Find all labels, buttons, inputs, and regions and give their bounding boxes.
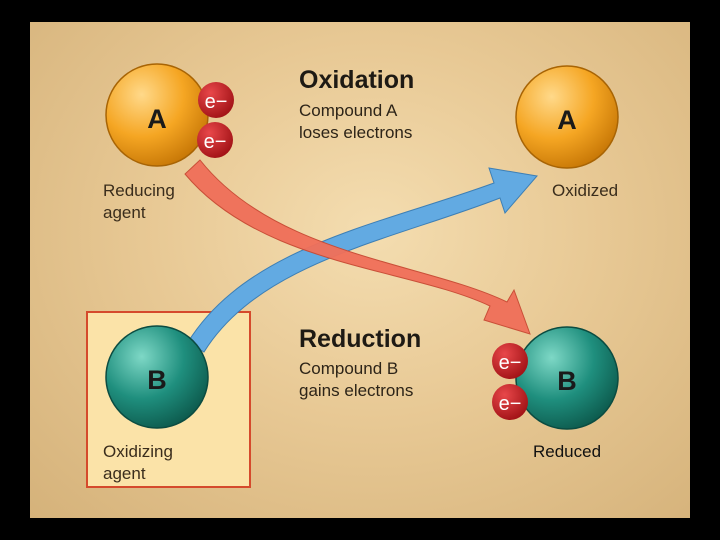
compound-b-sphere-right: B: [515, 326, 619, 430]
reduced-label: Reduced: [533, 442, 602, 461]
svg-text:e−: e−: [499, 352, 522, 374]
blue-arrow-body: [187, 167, 538, 353]
compound-a-label-right: A: [557, 105, 577, 135]
oxidation-title: Oxidation: [299, 66, 415, 94]
compound-a-sphere-right: A: [515, 65, 619, 169]
svg-text:e−: e−: [499, 393, 522, 415]
reduction-line2: gains electrons: [299, 381, 414, 400]
svg-text:e−: e−: [204, 131, 227, 153]
compound-a-label-left: A: [147, 104, 167, 134]
red-arrow-body: [184, 159, 531, 335]
electron-2: e−: [197, 122, 233, 158]
compound-a-sphere-left: A: [105, 63, 209, 167]
reducing-agent-line2: agent: [103, 203, 146, 222]
electron-3: e−: [492, 343, 528, 379]
svg-text:e−: e−: [205, 91, 228, 113]
reducing-agent-line1: Reducing: [103, 181, 175, 200]
oxidation-line2: loses electrons: [299, 123, 413, 142]
reduction-title: Reduction: [299, 325, 422, 353]
oxidizing-agent-line1: Oxidizing: [103, 442, 173, 461]
electron-1: e−: [198, 82, 234, 118]
compound-b-label-left: B: [147, 365, 167, 395]
electron-4: e−: [492, 384, 528, 420]
compound-b-label-right: B: [557, 366, 577, 396]
oxidized-label: Oxidized: [552, 181, 619, 200]
oxidation-line1: Compound A: [299, 101, 398, 120]
reduction-line1: Compound B: [299, 359, 399, 378]
oxidizing-agent-line2: agent: [103, 464, 146, 483]
compound-b-sphere-left: B: [105, 325, 209, 429]
